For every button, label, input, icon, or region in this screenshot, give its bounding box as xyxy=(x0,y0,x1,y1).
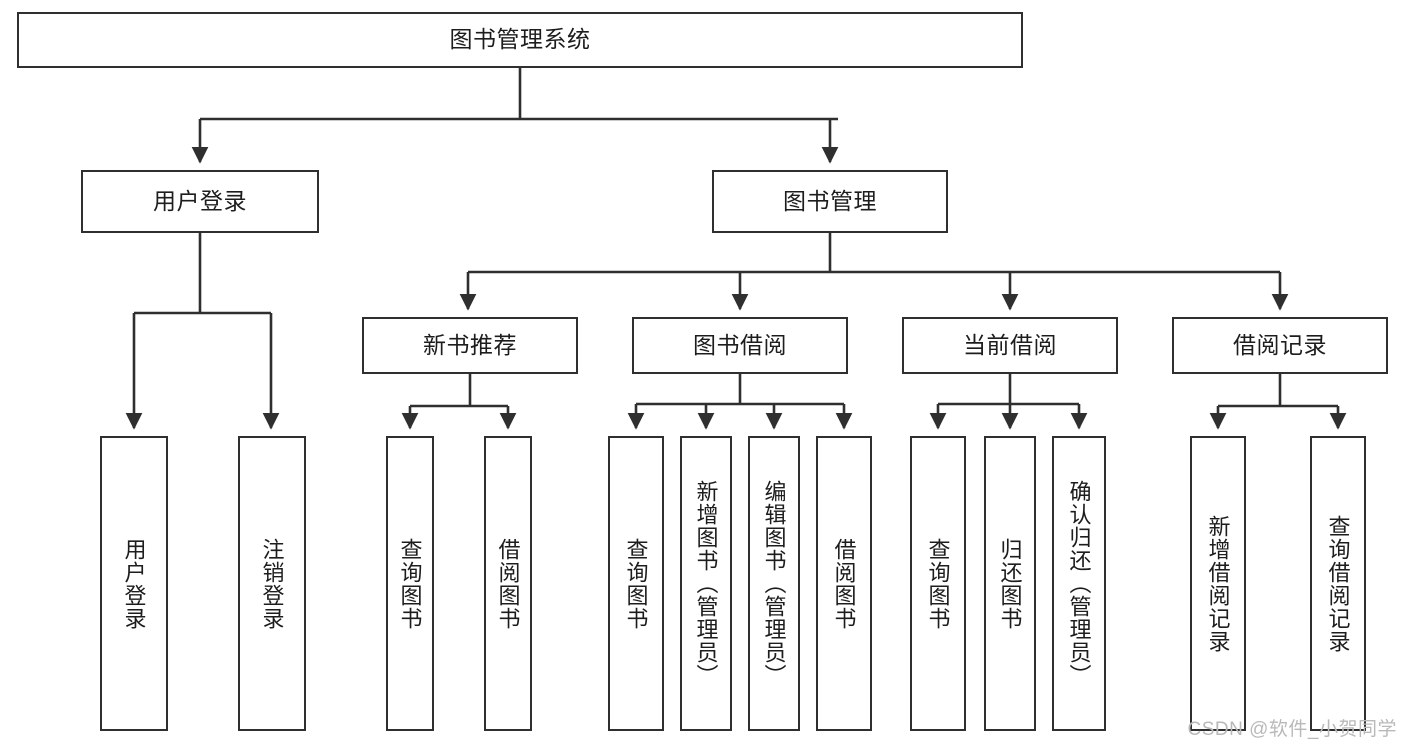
leaf-node[interactable]: 归还图书 xyxy=(984,436,1036,731)
node-book-management[interactable]: 图书管理 xyxy=(712,170,948,233)
leaf-label: 查询图书 xyxy=(397,537,423,630)
node-label: 新书推荐 xyxy=(423,331,517,358)
node-root-label: 图书管理系统 xyxy=(449,26,591,53)
leaf-node[interactable]: 查询图书 xyxy=(386,436,434,731)
watermark: CSDN @软件_小贺同学 xyxy=(1187,719,1397,740)
leaf-label: 新增借阅记录 xyxy=(1205,514,1231,653)
leaf-node[interactable]: 新增图书（管理员） xyxy=(680,436,732,731)
leaf-label: 编辑图书（管理员） xyxy=(761,480,787,687)
leaf-node[interactable]: 用户登录 xyxy=(100,436,168,731)
leaf-label: 借阅图书 xyxy=(495,537,521,630)
node-root[interactable]: 图书管理系统 xyxy=(17,12,1023,68)
leaf-node[interactable]: 编辑图书（管理员） xyxy=(748,436,800,731)
leaf-label: 查询图书 xyxy=(623,537,649,630)
node-new-book-recommend[interactable]: 新书推荐 xyxy=(362,317,578,374)
node-label: 用户登录 xyxy=(153,187,247,214)
node-label: 借阅记录 xyxy=(1233,331,1327,358)
leaf-node[interactable]: 借阅图书 xyxy=(484,436,532,731)
leaf-label: 归还图书 xyxy=(997,537,1023,630)
node-borrow-record[interactable]: 借阅记录 xyxy=(1172,317,1388,374)
leaf-node[interactable]: 新增借阅记录 xyxy=(1190,436,1246,731)
leaf-label: 确认归还（管理员） xyxy=(1066,480,1092,687)
node-current-borrow[interactable]: 当前借阅 xyxy=(902,317,1118,374)
node-book-borrow[interactable]: 图书借阅 xyxy=(632,317,848,374)
leaf-label: 借阅图书 xyxy=(831,537,857,630)
leaf-label: 新增图书（管理员） xyxy=(693,480,719,687)
node-label: 当前借阅 xyxy=(963,331,1057,358)
node-label: 图书借阅 xyxy=(693,331,787,358)
leaf-node[interactable]: 注销登录 xyxy=(238,436,306,731)
leaf-node[interactable]: 查询借阅记录 xyxy=(1310,436,1366,731)
node-label: 图书管理 xyxy=(783,187,877,214)
leaf-label: 查询图书 xyxy=(925,537,951,630)
leaf-node[interactable]: 借阅图书 xyxy=(816,436,872,731)
leaf-node[interactable]: 确认归还（管理员） xyxy=(1052,436,1106,731)
leaf-label: 注销登录 xyxy=(259,537,285,630)
leaf-label: 用户登录 xyxy=(121,537,147,630)
node-user-login[interactable]: 用户登录 xyxy=(81,170,319,233)
leaf-node[interactable]: 查询图书 xyxy=(608,436,664,731)
leaf-label: 查询借阅记录 xyxy=(1325,514,1351,653)
leaf-node[interactable]: 查询图书 xyxy=(910,436,966,731)
